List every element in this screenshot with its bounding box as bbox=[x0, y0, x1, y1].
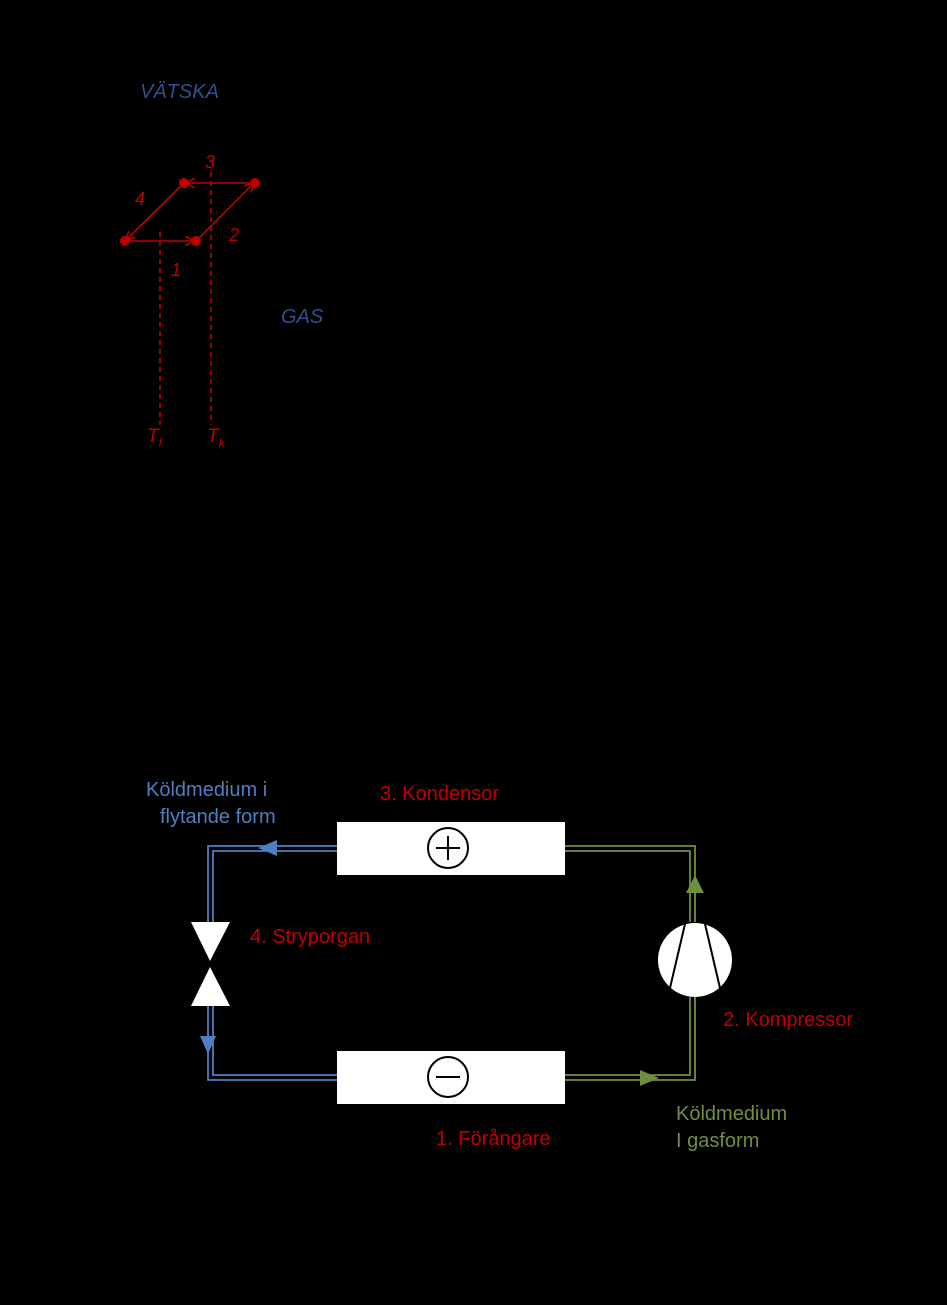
evaporator-label: 1. Förångare bbox=[436, 1128, 551, 1150]
cycle-schematic bbox=[191, 822, 732, 1104]
liquid-pipe bbox=[207, 845, 337, 1081]
process-line-4-throttling bbox=[126, 182, 185, 240]
gas-medium-label-line1: Köldmedium bbox=[676, 1103, 788, 1125]
step-label-2: 2 bbox=[228, 225, 239, 245]
step-label-3: 3 bbox=[205, 152, 215, 172]
ph-diagram: VÄTSKA GAS 1 2 3 4 Tf Tk bbox=[120, 81, 324, 450]
liquid-medium-label-line2: flytande form bbox=[160, 806, 276, 828]
compressor-label: 2. Kompressor bbox=[723, 1009, 854, 1031]
state-point bbox=[191, 236, 201, 246]
minus-icon bbox=[427, 1056, 469, 1098]
process-line-2-compression bbox=[195, 183, 254, 242]
state-point bbox=[120, 236, 130, 246]
state-point bbox=[179, 178, 189, 188]
gas-pipe bbox=[565, 845, 696, 1081]
flow-arrow-gas-right bbox=[640, 1070, 659, 1086]
state-point bbox=[250, 178, 260, 188]
region-label-liquid: VÄTSKA bbox=[140, 81, 219, 103]
throttle-valve-icon bbox=[191, 922, 230, 1006]
compressor-icon bbox=[658, 923, 732, 997]
temp-label-tf: Tf bbox=[147, 426, 164, 450]
throttle-label: 4. Stryporgan bbox=[250, 926, 371, 948]
region-label-gas: GAS bbox=[281, 306, 324, 328]
step-label-1: 1 bbox=[171, 260, 181, 280]
flow-arrow-gas-up bbox=[686, 875, 704, 893]
gas-medium-label-line2: I gasform bbox=[676, 1130, 760, 1152]
flow-arrow-liquid-top bbox=[258, 840, 277, 856]
plus-icon bbox=[427, 827, 469, 869]
flow-arrow-liquid-down bbox=[200, 1036, 216, 1054]
temp-label-tk: Tk bbox=[207, 426, 226, 450]
condenser-label: 3. Kondensor bbox=[380, 783, 499, 805]
liquid-medium-label-line1: Köldmedium i bbox=[146, 779, 268, 801]
step-label-4: 4 bbox=[135, 189, 145, 209]
